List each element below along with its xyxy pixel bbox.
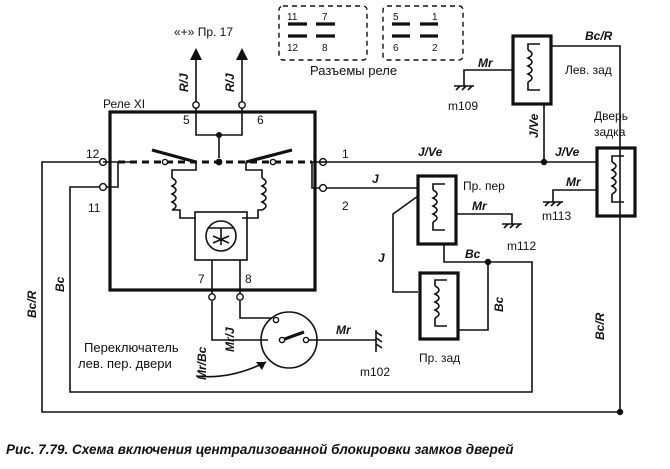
wire-jve-door-label: J/Ve	[555, 145, 580, 159]
ground-m113	[543, 201, 563, 207]
terminal-7	[208, 293, 216, 301]
connectors-label: Разъемы реле	[310, 63, 397, 78]
wire-rj-2: R/J	[223, 73, 237, 92]
ground-m109	[454, 85, 474, 91]
relay-coil-left	[170, 162, 197, 219]
ground-m113-label: m113	[542, 209, 571, 223]
wire-mr-fr: Mr	[472, 199, 488, 213]
wire-mr-door: Mr	[566, 175, 582, 189]
door-label-2: задка	[594, 125, 626, 139]
wire-mr-switch: Mr	[336, 323, 352, 337]
pin-12-label: 12	[86, 147, 100, 161]
wire-j-label: J	[372, 172, 379, 186]
plus-source-label: «+» Пр. 17	[174, 25, 233, 39]
left-rear-label: Лев. зад	[565, 63, 612, 77]
wire-bc-left-label: Bc	[53, 276, 67, 292]
terminal-11	[98, 182, 108, 192]
pin-5-label: 5	[183, 113, 190, 127]
connector-a	[278, 5, 368, 61]
wire-jve-main-label: J/Ve	[418, 145, 443, 159]
wire-bcr-right-label: Bc/R	[593, 312, 607, 340]
wire-bcr-right	[551, 45, 621, 412]
relay-electronic-module	[194, 211, 248, 261]
figure-caption: Рис. 7.79. Схема включения централизован…	[6, 442, 514, 457]
relay-coil-right	[242, 162, 267, 219]
wire-bcr-left-label: Bc/R	[25, 290, 39, 318]
front-right-label: Пр. пер	[463, 179, 505, 193]
terminal-6	[238, 101, 246, 109]
pin-1-label: 1	[342, 147, 349, 161]
conn-a-pin-7: 7	[322, 12, 328, 23]
wire-mr-lr: Mr	[478, 56, 494, 70]
pin-7-label: 7	[198, 272, 205, 286]
door-switch	[211, 301, 383, 369]
terminal-2	[318, 183, 328, 193]
conn-a-pin-8: 8	[322, 43, 328, 54]
switch-label-1: Переключатель	[84, 340, 179, 355]
wire-mr-bc-label: Mr/Bc	[195, 346, 209, 380]
actuator-front-right	[416, 174, 458, 246]
switch-label-2: лев. пер. двери	[78, 356, 172, 371]
conn-a-pin-12: 12	[287, 43, 299, 54]
ground-m112	[502, 223, 522, 229]
relay-contacts	[118, 148, 312, 166]
connector-b	[382, 5, 464, 61]
wire-j-rr-label: J	[378, 251, 385, 265]
wire-j-rr	[392, 195, 419, 293]
wire-mr-j-label: Mr/J	[223, 327, 237, 352]
ground-m102-label: m102	[360, 365, 390, 379]
terminal-5	[192, 101, 200, 109]
actuator-left-rear	[511, 34, 553, 106]
wire-bc-fr-label: Bc	[465, 247, 481, 261]
pin-8-label: 8	[245, 272, 252, 286]
ground-m109-label: m109	[448, 99, 478, 113]
actuator-tailgate	[595, 146, 637, 218]
conn-b-pin-5: 5	[393, 12, 399, 23]
pin-2-label: 2	[342, 199, 349, 213]
door-label-1: Дверь	[594, 109, 628, 123]
ground-m112-label: m112	[507, 239, 536, 253]
pin-6-label: 6	[257, 113, 264, 127]
wire-jve-lr-label: J/Ve	[527, 113, 541, 138]
relay-internal-bus	[195, 112, 243, 158]
terminal-8	[236, 293, 244, 301]
switch-pointer-arrow	[195, 361, 267, 378]
wire-bcr-top-label: Bc/R	[585, 29, 613, 43]
conn-b-pin-6: 6	[393, 43, 399, 54]
wire-bc-rr-label: Bc	[492, 296, 506, 312]
pin-11-label: 11	[88, 201, 101, 215]
wire-bcr-left	[41, 161, 620, 413]
wire-rj-1: R/J	[177, 73, 191, 92]
wire-bc-left	[69, 186, 533, 393]
conn-a-pin-11: 11	[287, 12, 298, 23]
relay-label: Реле XI	[103, 97, 145, 111]
actuator-rear-right	[418, 271, 460, 341]
rear-right-label: Пр. зад	[419, 351, 460, 365]
conn-b-pin-2: 2	[432, 43, 438, 54]
conn-b-pin-1: 1	[432, 12, 438, 23]
